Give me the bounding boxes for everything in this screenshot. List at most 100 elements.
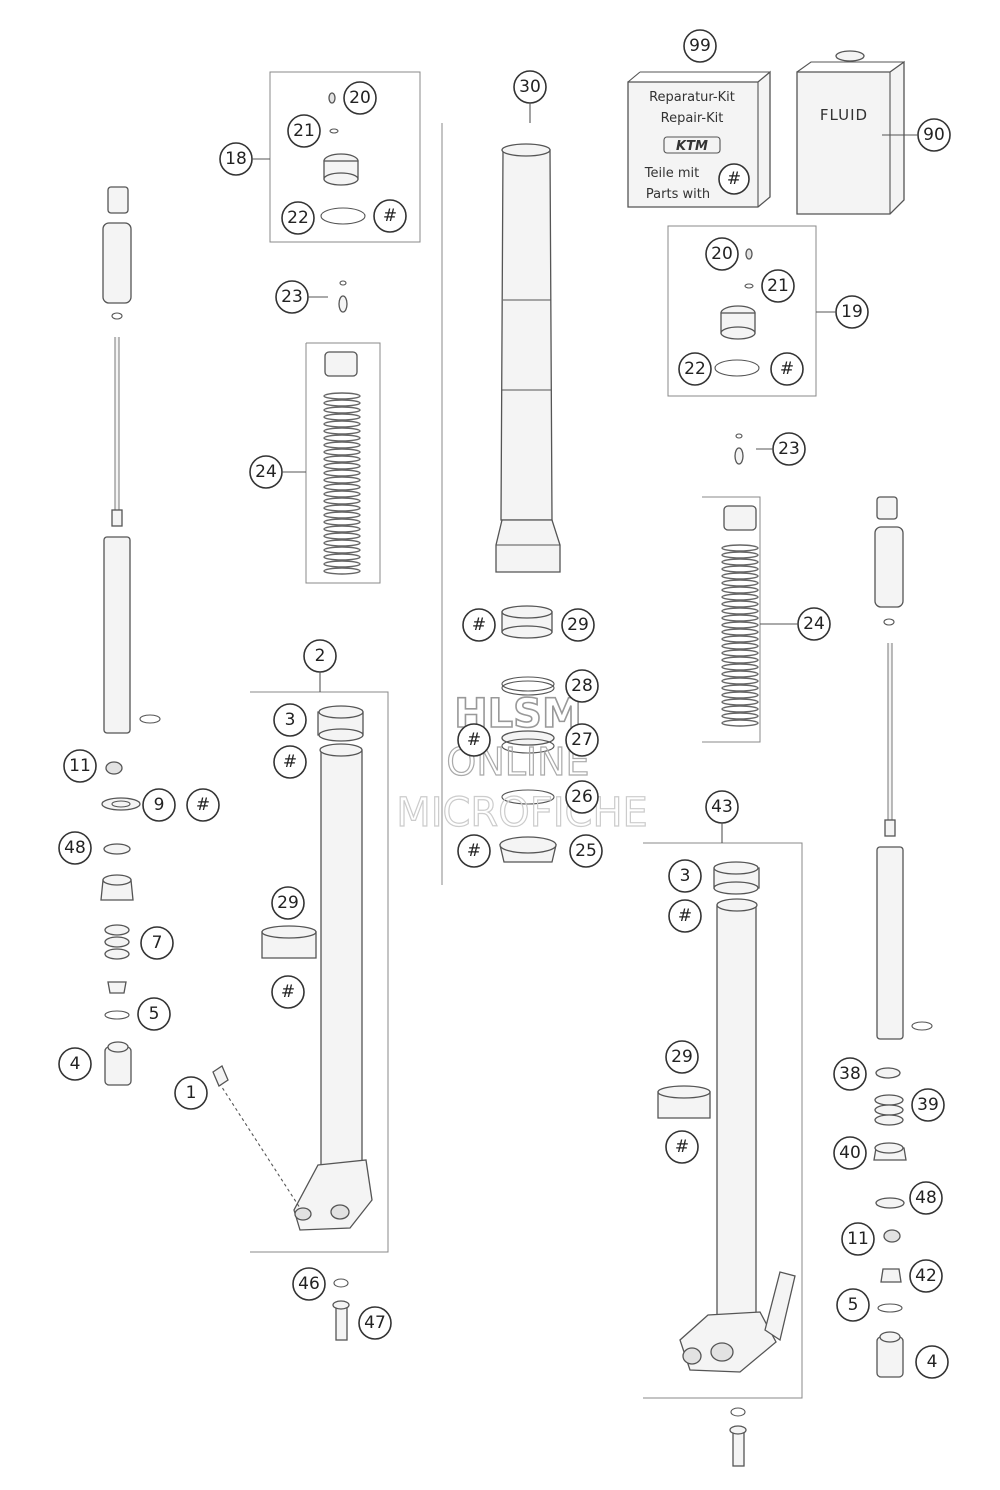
callout-24-left: 24 (249, 455, 283, 489)
callout-43: 43 (705, 790, 739, 824)
spring-coil (323, 441, 361, 449)
ktm-logo: KTM (676, 139, 708, 154)
callout-5-left-label: 5 (149, 1004, 160, 1024)
callout-29-right-label: 29 (671, 1047, 693, 1067)
callout-23-right-label: 23 (778, 439, 800, 459)
spring-coil (323, 406, 361, 414)
spring-coil (721, 670, 759, 678)
spring-coil (721, 600, 759, 608)
spacer-part-23-left (338, 280, 348, 313)
callout-48-right: 48 (909, 1181, 943, 1215)
callout-42: 42 (909, 1259, 943, 1293)
callout-hash-99-label: # (727, 169, 741, 189)
callout-7: 7 (140, 926, 174, 960)
callout-9-label: 9 (154, 795, 165, 815)
spring-coil (323, 392, 361, 400)
spring-coil (721, 544, 759, 552)
callout-4-left-label: 4 (70, 1054, 81, 1074)
callout-90-label: 90 (923, 125, 945, 145)
callout-26: 26 (565, 780, 599, 814)
callout-22-left-label: 22 (287, 208, 309, 228)
callout-hash-19-label: # (780, 359, 794, 379)
callout-39: 39 (911, 1088, 945, 1122)
callout-2-label: 2 (315, 646, 326, 666)
callout-38-label: 38 (839, 1064, 861, 1084)
callout-29-right: 29 (665, 1040, 699, 1074)
callout-1: 1 (174, 1076, 208, 1110)
spring-coil (323, 476, 361, 484)
callout-hash-9-label: # (196, 795, 210, 815)
spring-coil (323, 413, 361, 421)
spring-coil (323, 553, 361, 561)
callout-3-left-label: 3 (285, 710, 296, 730)
callout-24-left-label: 24 (255, 462, 277, 482)
callout-hash-29-right-label: # (675, 1137, 689, 1157)
spring-coil (323, 420, 361, 428)
spring-coil (323, 504, 361, 512)
spring-coil (721, 565, 759, 573)
spring-coil (721, 677, 759, 685)
callout-1-label: 1 (186, 1083, 197, 1103)
spring-coil (323, 469, 361, 477)
seal-stack (499, 605, 557, 863)
callout-7-label: 7 (152, 933, 163, 953)
callout-21-right-label: 21 (767, 276, 789, 296)
repair-kit-line2: Repair-Kit (661, 111, 724, 126)
callout-22-right-label: 22 (684, 359, 706, 379)
spring-coil (721, 635, 759, 643)
callout-hash-3-left: # (273, 745, 307, 779)
callout-20-right: 20 (705, 237, 739, 271)
spring-coil (323, 427, 361, 435)
callout-21-left: 21 (287, 114, 321, 148)
spring-coil (721, 705, 759, 713)
callout-hash-29-left-label: # (281, 982, 295, 1002)
spring-coil (721, 649, 759, 657)
callout-26-label: 26 (571, 787, 593, 807)
callout-3-right: 3 (668, 859, 702, 893)
callout-4-left: 4 (58, 1047, 92, 1081)
spring-coil (323, 546, 361, 554)
callout-18: 18 (219, 142, 253, 176)
callout-19: 19 (835, 295, 869, 329)
callout-27: 27 (565, 723, 599, 757)
callout-23-right: 23 (772, 432, 806, 466)
callout-47-label: 47 (364, 1313, 386, 1333)
spring-coil (721, 628, 759, 636)
callout-25-label: 25 (575, 841, 597, 861)
callout-20-left: 20 (343, 81, 377, 115)
fluid-label: FLUID (820, 106, 868, 124)
callout-hash-18: # (373, 199, 407, 233)
right-valve-stack (873, 1067, 907, 1378)
callout-38: 38 (833, 1057, 867, 1091)
spring-coil (721, 572, 759, 580)
spring-coil (323, 483, 361, 491)
top-cap-group-19 (714, 248, 760, 377)
repair-kit-line1: Reparatur-Kit (649, 90, 735, 105)
callout-28: 28 (565, 669, 599, 703)
callout-47: 47 (358, 1306, 392, 1340)
spring-coil (721, 607, 759, 615)
callout-hash-29a-label: # (472, 615, 486, 635)
outer-tube-left (212, 705, 373, 1341)
callout-39-label: 39 (917, 1095, 939, 1115)
repair-kit-line3: Teile mit (644, 166, 699, 181)
spring-coil (721, 663, 759, 671)
repair-kit-line4: Parts with (646, 187, 710, 202)
group-frames (250, 71, 817, 1399)
callout-30-label: 30 (519, 77, 541, 97)
callout-4-right-label: 4 (927, 1352, 938, 1372)
callout-40-label: 40 (839, 1143, 861, 1163)
callout-24-right: 24 (797, 607, 831, 641)
callout-23-left-label: 23 (281, 287, 303, 307)
spring-coil (323, 518, 361, 526)
callout-20-left-label: 20 (349, 88, 371, 108)
callout-hash-27: # (457, 723, 491, 757)
spring-coil (721, 579, 759, 587)
spring-coil (323, 490, 361, 498)
spring-coil (323, 448, 361, 456)
left-valve-stack (100, 761, 141, 1086)
spring-coil (323, 497, 361, 505)
callout-29-left-label: 29 (277, 893, 299, 913)
